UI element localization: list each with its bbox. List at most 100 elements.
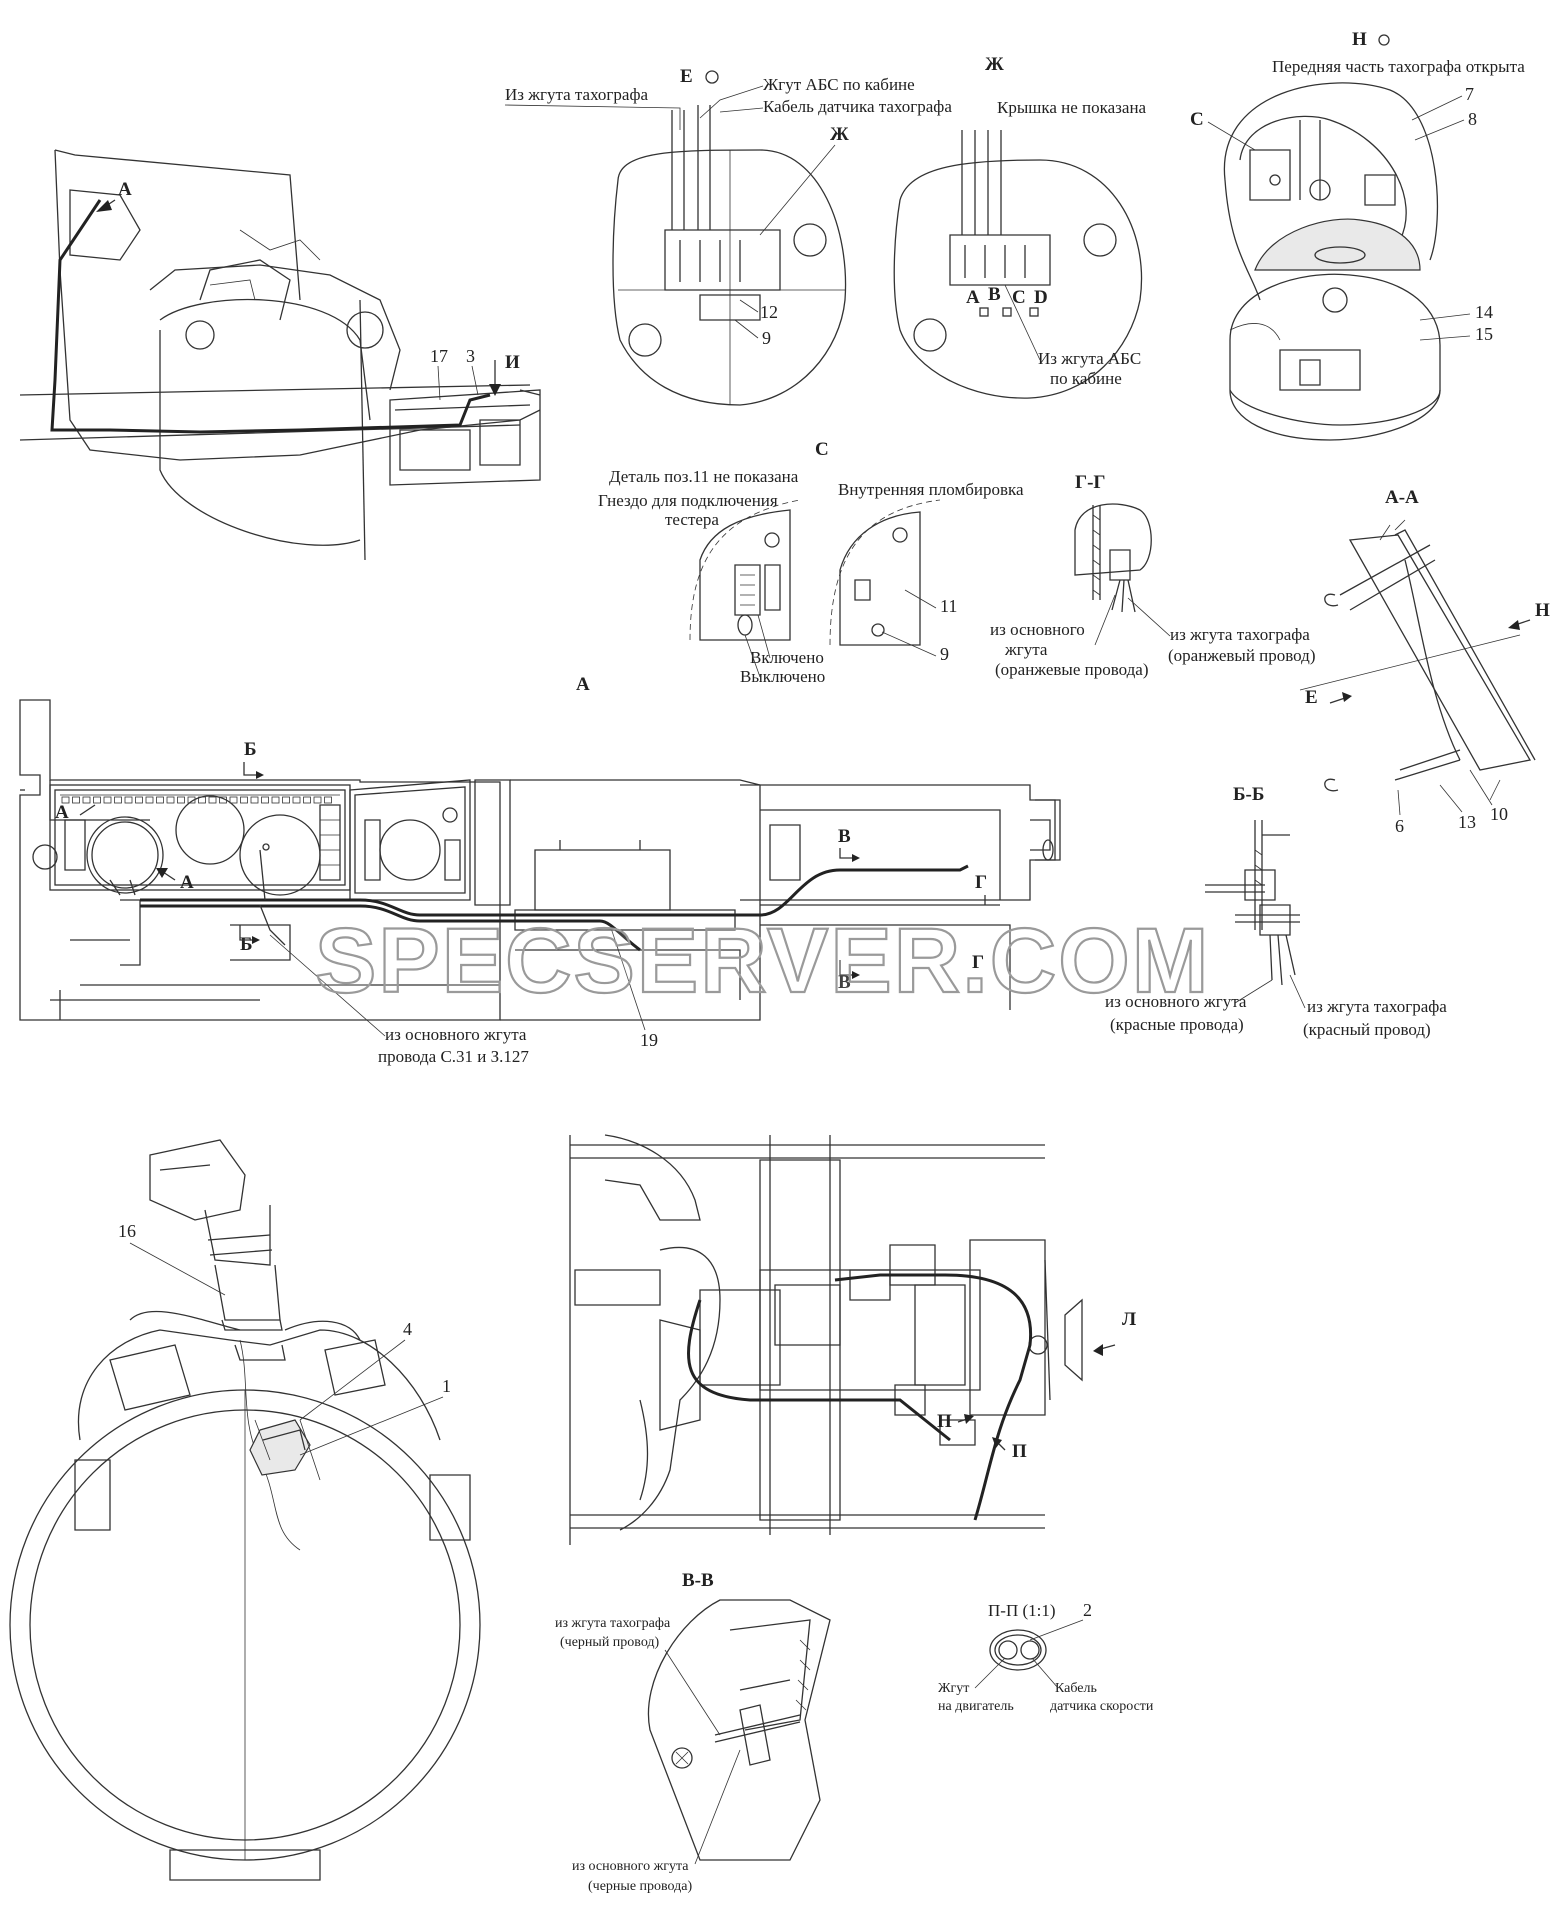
section-g-g-main-1: из основного <box>990 620 1085 639</box>
indicator-lamp <box>61 796 70 804</box>
view-zh-from-abs-2: по кабине <box>1050 369 1122 388</box>
view-c-tester-socket-1: Гнездо для подключения <box>598 491 778 510</box>
section-b-b-tacho-2: (красный провод) <box>1303 1020 1431 1039</box>
view-c-inner-seal: Внутренняя пломбировка <box>838 480 1024 499</box>
section-v-v-tacho-1: из жгута тахографа <box>555 1616 671 1631</box>
indicator-lamp <box>208 796 217 804</box>
view-zh-cover-note: Крышка не показана <box>997 98 1147 117</box>
view-c-off: Выключено <box>740 667 825 686</box>
view-c-tester-socket-2: тестера <box>665 510 719 529</box>
view-e-zh-ref: Ж <box>830 124 849 145</box>
callout-17: 17 <box>430 346 448 366</box>
callout-3: 3 <box>466 346 475 366</box>
view-a-marker-b-bottom: Б <box>240 934 253 955</box>
view-a-main-harness-2: провода С.31 и З.127 <box>378 1047 529 1066</box>
sensor-callout-1: 1 <box>442 1376 451 1396</box>
section-b-b-main-2: (красные провода) <box>1110 1015 1244 1034</box>
view-c-title: С <box>815 439 829 460</box>
indicator-lamp <box>93 796 101 804</box>
indicator-lamp <box>240 796 248 804</box>
view-a-marker-b-top: Б <box>244 739 257 760</box>
view-e-from-tacho: Из жгута тахографа <box>505 85 648 104</box>
engine-view-label-i: И <box>505 352 520 373</box>
view-n-callout-8: 8 <box>1468 109 1477 129</box>
section-b-b-title: Б-Б <box>1233 784 1264 805</box>
view-a-marker-a-left: А <box>55 802 69 823</box>
view-n-caption: Передняя часть тахографа открыта <box>1272 57 1525 76</box>
section-p-p-harness-2: на двигатель <box>938 1699 1014 1714</box>
section-a-a-callout-6: 6 <box>1395 816 1404 836</box>
section-a-a-label-h: Н <box>1535 600 1550 621</box>
section-a-a-title: А-А <box>1385 487 1419 508</box>
section-v-v-title: В-В <box>682 1570 714 1591</box>
view-n-callout-14: 14 <box>1475 302 1493 322</box>
engine-view-label-a: А <box>118 179 132 200</box>
view-zh: Ж Крышка не показана A B C D Из жгута АБ… <box>893 54 1147 399</box>
view-c-detail11-note: Деталь поз.11 не показана <box>609 467 799 486</box>
view-e-sensor-cable: Кабель датчика тахографа <box>763 97 952 116</box>
indicator-lamp <box>177 796 185 804</box>
indicator-lamp <box>303 796 311 804</box>
view-e-callout-12: 12 <box>760 302 778 322</box>
section-p-p: П-П (1:1) 2 Жгут на двигатель Кабель дат… <box>938 1600 1154 1714</box>
engine-cab-view: А И 17 3 <box>19 149 541 561</box>
view-a-title: А <box>576 674 590 695</box>
view-a-marker-a-arrow: А <box>180 872 194 893</box>
section-g-g: Г-Г из основного жгута (оранжевые провод… <box>990 472 1316 679</box>
indicator-lamp <box>313 796 322 804</box>
view-e: Е Из жгута тахографа Жгут АБС по кабине … <box>504 66 952 406</box>
section-a-a: А-А Н Е 6 13 10 <box>1299 487 1550 836</box>
section-a-a-callout-10: 10 <box>1490 804 1508 824</box>
view-a-marker-g-top: Г <box>975 872 987 893</box>
indicator-lamp <box>124 796 133 804</box>
view-n: Н Передняя часть тахографа открыта С 7 8… <box>1190 29 1525 441</box>
section-p-p-cable-1: Кабель <box>1055 1681 1097 1696</box>
view-zh-pin-b: B <box>988 284 1001 305</box>
section-g-g-main-3: (оранжевые провода) <box>995 660 1149 679</box>
gearbox-marker-p2: П <box>1012 1441 1027 1462</box>
watermark: SPECSERVER.COM <box>315 910 1210 1012</box>
section-v-v-main-1: из основного жгута <box>572 1859 689 1874</box>
section-g-g-tacho-2: (оранжевый провод) <box>1168 646 1316 665</box>
section-a-a-label-e: Е <box>1305 687 1318 708</box>
section-b-b-main-1: из основного жгута <box>1105 992 1247 1011</box>
section-p-p-cable-2: датчика скорости <box>1050 1699 1154 1714</box>
indicator-lamp <box>82 796 91 804</box>
indicator-lamp <box>229 796 238 804</box>
view-n-callout-15: 15 <box>1475 324 1493 344</box>
speed-sensor-view: 16 4 1 <box>9 1139 481 1881</box>
gearbox-view: Л П П <box>569 1134 1136 1545</box>
section-p-p-harness-1: Жгут <box>938 1681 969 1696</box>
view-e-abs-harness: Жгут АБС по кабине <box>763 75 915 94</box>
sensor-callout-16: 16 <box>118 1221 136 1241</box>
view-a-main-harness-1: из основного жгута <box>385 1025 527 1044</box>
section-b-b: Б-Б из основного жгута (красные провода)… <box>1105 784 1447 1039</box>
view-c-callout-11: 11 <box>940 596 957 616</box>
indicator-lamp <box>292 796 301 804</box>
view-a-marker-g-bottom: Г <box>972 952 984 973</box>
section-g-g-main-2: жгута <box>1004 640 1048 659</box>
gearbox-marker-p1: П <box>937 1411 952 1432</box>
section-g-g-title: Г-Г <box>1075 472 1106 493</box>
section-a-a-callout-13: 13 <box>1458 812 1476 832</box>
indicator-lamp <box>271 796 280 804</box>
view-zh-from-abs-1: Из жгута АБС <box>1038 349 1141 368</box>
view-c-callout-9: 9 <box>940 644 949 664</box>
indicator-lamp <box>324 796 332 804</box>
view-n-label-c: С <box>1190 109 1204 130</box>
indicator-lamp <box>250 796 259 804</box>
indicator-lamp <box>103 796 112 804</box>
view-c-on: Включено <box>750 648 824 667</box>
indicator-lamp <box>72 796 80 804</box>
section-p-p-callout-2: 2 <box>1083 1600 1092 1620</box>
indicator-lamp <box>166 796 175 804</box>
gearbox-marker-l: Л <box>1122 1309 1136 1330</box>
indicator-lamp <box>135 796 143 804</box>
view-zh-pin-a: A <box>966 287 980 308</box>
view-e-callout-9: 9 <box>762 328 771 348</box>
indicator-lamp <box>114 796 122 804</box>
view-c: С Деталь поз.11 не показана Гнездо для п… <box>598 439 1024 686</box>
view-a-marker-v-top: В <box>838 826 851 847</box>
section-v-v-main-2: (черные провода) <box>588 1879 692 1894</box>
indicator-lamp <box>261 796 269 804</box>
